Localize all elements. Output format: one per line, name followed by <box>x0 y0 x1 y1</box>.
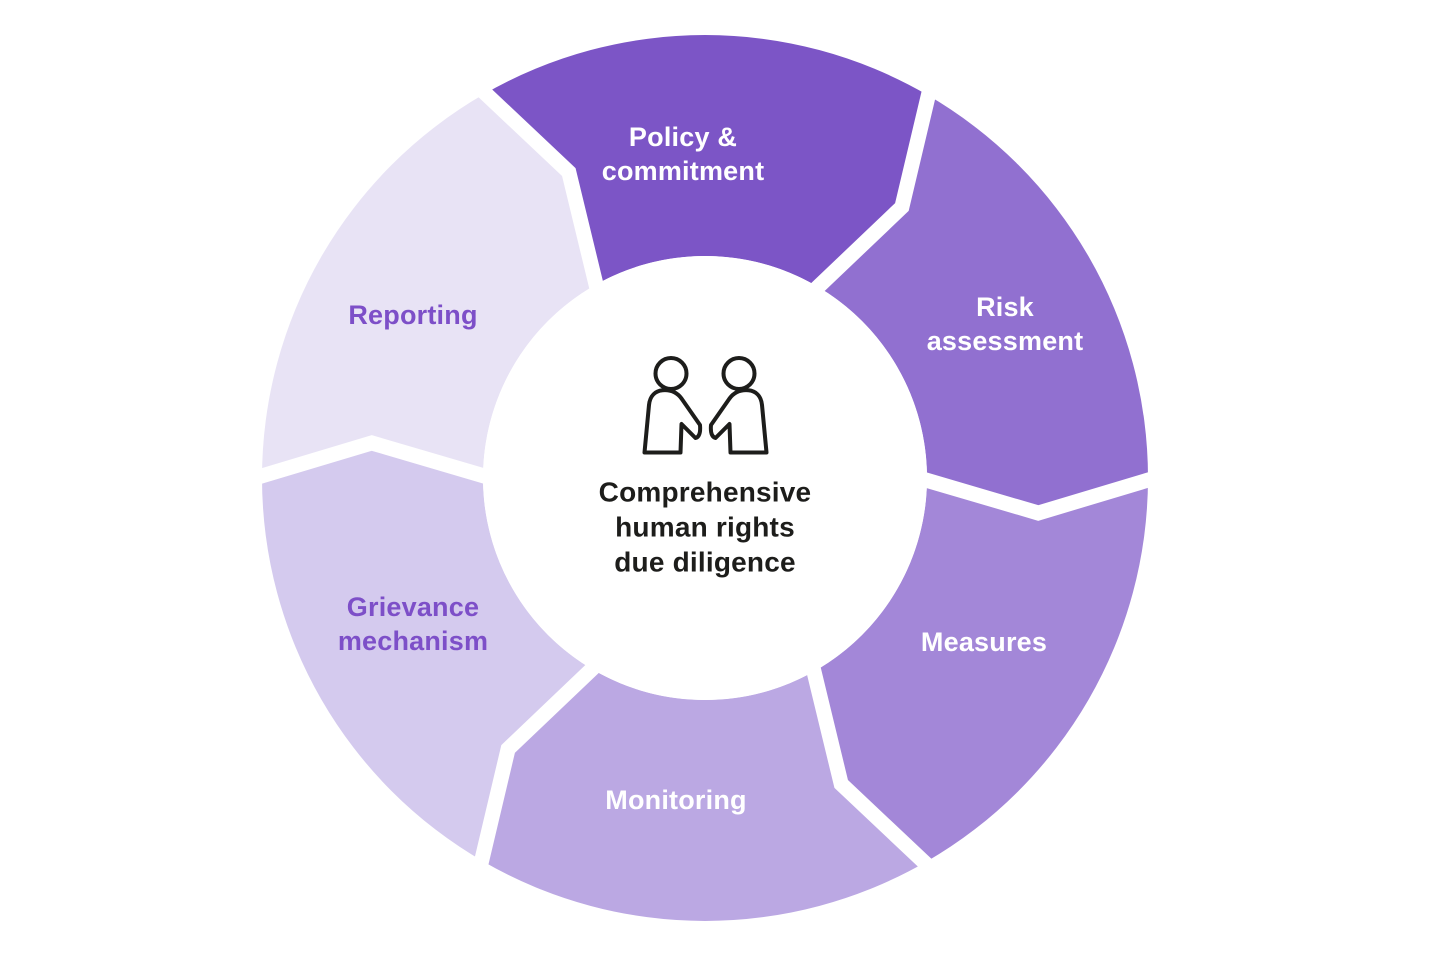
segment-label-policy-commitment: Policy & commitment <box>601 122 765 186</box>
segment-measures <box>816 478 1148 862</box>
segment-monitoring <box>483 670 927 921</box>
segment-policy-commitment <box>483 35 927 286</box>
handshake-two-people-icon <box>642 356 769 455</box>
segment-label-measures: Measures <box>920 627 1048 657</box>
segment-reporting <box>262 94 594 479</box>
center-title: Comprehensive human rights due diligence <box>598 476 812 578</box>
segment-label-reporting: Reporting <box>348 300 478 330</box>
segment-risk-assessment <box>816 94 1148 514</box>
segment-label-grievance-mechanism: Grievance mechanism <box>337 592 489 656</box>
left-person-body <box>642 388 703 455</box>
segment-divider-gaps <box>252 82 1158 874</box>
segment-grievance-mechanism <box>262 443 594 862</box>
right-person-body <box>708 388 769 455</box>
segment-label-monitoring: Monitoring <box>605 785 747 815</box>
right-person-head <box>721 356 757 391</box>
segment-label-risk-assessment: Risk assessment <box>926 292 1084 356</box>
center-hub <box>483 256 927 700</box>
